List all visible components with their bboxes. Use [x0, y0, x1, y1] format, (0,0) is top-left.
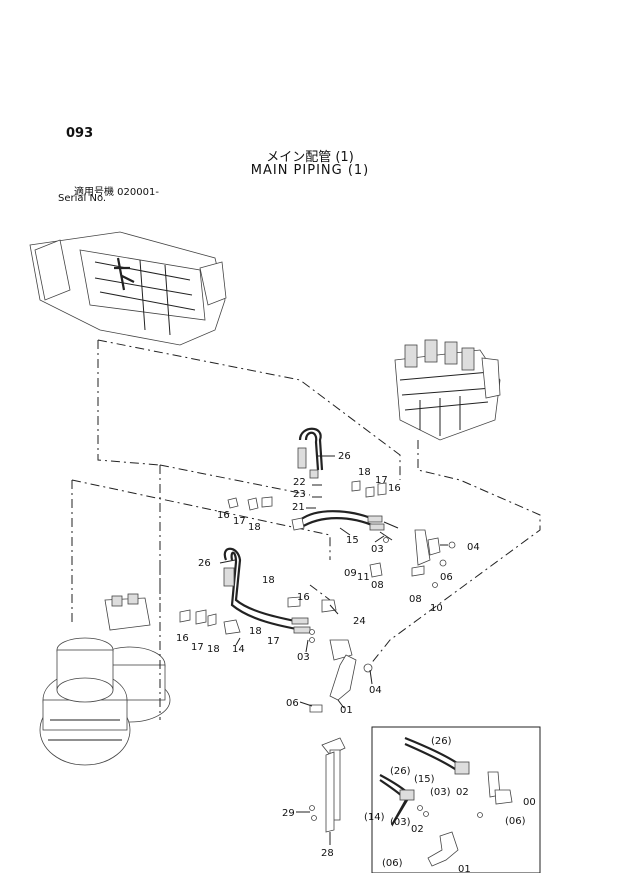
- callout-16: 16: [297, 592, 310, 603]
- reference-lines: [71, 339, 541, 720]
- callout-14: 14: [232, 644, 245, 655]
- inset-callout-03: (03): [430, 787, 451, 798]
- callout-18: 18: [262, 575, 275, 586]
- inset-callout-02: 02: [411, 824, 424, 835]
- callout-labels: 26 18 17 16 22 23 21 16 17 18 15 03 04 0…: [176, 451, 480, 859]
- inset-callout-06: (06): [382, 858, 403, 869]
- callout-16: 16: [388, 483, 401, 494]
- callout-23: 23: [293, 489, 306, 500]
- excavator-overview-sketch: [29, 231, 227, 346]
- callout-17: 17: [375, 475, 388, 486]
- callout-08: 08: [371, 580, 384, 591]
- callout-03: 03: [371, 544, 384, 555]
- callout-17: 17: [267, 636, 280, 647]
- callout-29: 29: [282, 808, 295, 819]
- title-japanese: メイン配管 (1): [266, 150, 354, 165]
- callout-01: 01: [340, 705, 353, 716]
- leader-lines: [219, 455, 448, 845]
- callout-21: 21: [292, 502, 305, 513]
- callout-10: 10: [430, 603, 443, 614]
- page-number: 093: [66, 126, 94, 141]
- swing-motor-sketch: [39, 593, 171, 766]
- inset-labels: (26) (26) (15) (03) 02 00 (14) (03) 02 (…: [364, 736, 536, 873]
- callout-08: 08: [409, 594, 422, 605]
- callout-04: 04: [369, 685, 382, 696]
- callout-03: 03: [297, 652, 310, 663]
- callout-18: 18: [249, 626, 262, 637]
- lower-hose-group: [179, 547, 373, 713]
- callout-11: 11: [357, 572, 370, 583]
- inset-callout-01: 01: [458, 864, 471, 873]
- callout-17: 17: [233, 516, 246, 527]
- callout-06: 06: [440, 572, 453, 583]
- inset-callout-06: (06): [505, 816, 526, 827]
- inset-callout-02: 02: [456, 787, 469, 798]
- inset-callout-26: (26): [431, 736, 452, 747]
- callout-26: 26: [198, 558, 211, 569]
- callout-06: 06: [286, 698, 299, 709]
- serial-range: 適用号機 020001-: [74, 187, 159, 198]
- bracket-assembly: [309, 737, 346, 833]
- callout-18: 18: [207, 644, 220, 655]
- inset-callout-26: (26): [390, 766, 411, 777]
- inset-callout-03: (03): [390, 817, 411, 828]
- callout-04: 04: [467, 542, 480, 553]
- callout-16: 16: [217, 510, 230, 521]
- callout-28: 28: [321, 848, 334, 859]
- callout-24: 24: [353, 616, 366, 627]
- inset-callout-00: 00: [523, 797, 536, 808]
- callout-15: 15: [346, 535, 359, 546]
- callout-18: 18: [248, 522, 261, 533]
- upper-hose-group: [227, 427, 456, 588]
- serial-label: Serial No.: [58, 193, 107, 204]
- callout-16: 16: [176, 633, 189, 644]
- title-english: MAIN PIPING (1): [250, 163, 370, 178]
- callout-09: 09: [344, 568, 357, 579]
- callout-22: 22: [293, 477, 306, 488]
- detail-inset: [371, 726, 541, 873]
- callout-17: 17: [191, 642, 204, 653]
- callout-26: 26: [338, 451, 351, 462]
- inset-callout-14: (14): [364, 812, 385, 823]
- control-valve-sketch: [394, 339, 501, 441]
- callout-18: 18: [358, 467, 371, 478]
- inset-callout-15: (15): [414, 774, 435, 785]
